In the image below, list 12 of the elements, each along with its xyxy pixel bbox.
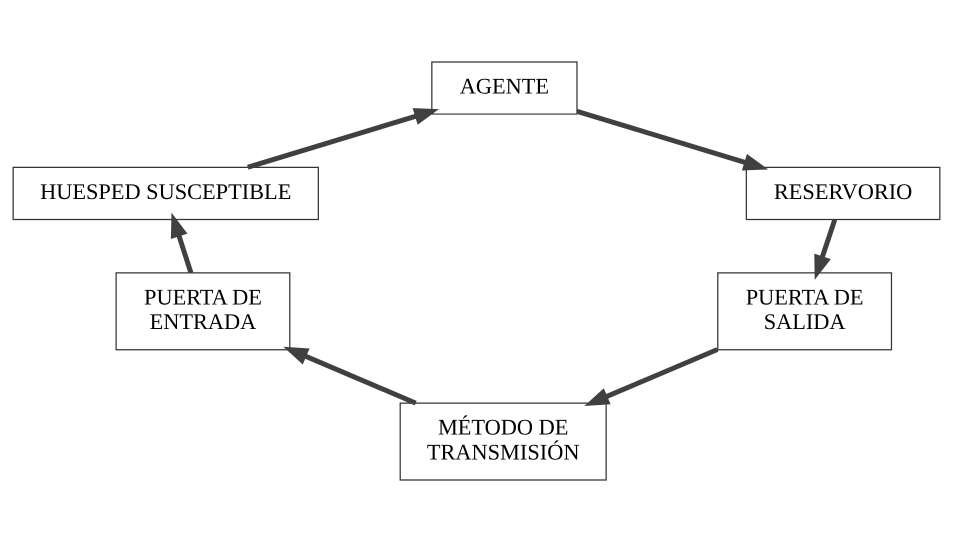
arrow bbox=[584, 346, 718, 406]
arrow bbox=[283, 346, 417, 405]
node-box: MÉTODO DE TRANSMISIÓN bbox=[400, 402, 607, 480]
node-box: PUERTA DE ENTRADA bbox=[116, 272, 290, 350]
node-box: RESERVORIO bbox=[746, 166, 940, 220]
node-box: HUESPED SUSCEPTIBLE bbox=[12, 166, 319, 220]
arrow bbox=[170, 212, 194, 274]
arrow bbox=[576, 108, 768, 170]
arrow bbox=[247, 108, 439, 170]
node-box: AGENTE bbox=[431, 60, 578, 114]
arrow bbox=[814, 218, 838, 280]
node-box: PUERTA DE SALIDA bbox=[717, 272, 892, 350]
